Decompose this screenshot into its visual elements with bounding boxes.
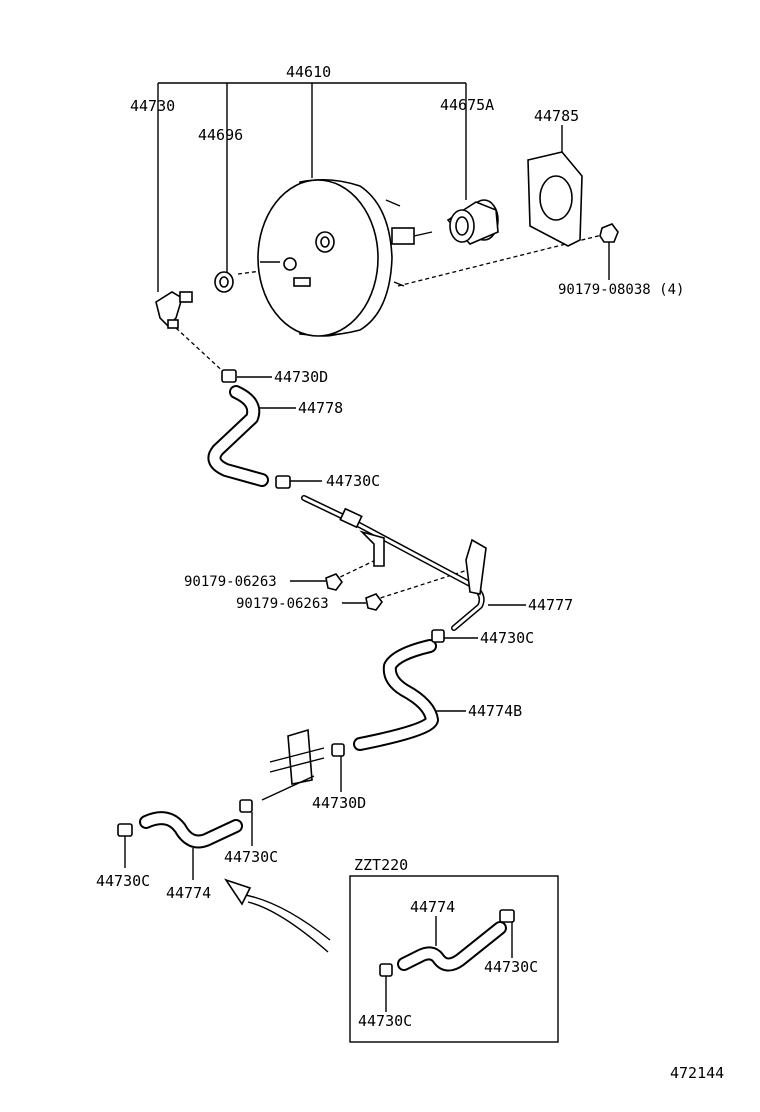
label-grommet: 44696 [198, 126, 243, 144]
label-check-valve: 44730 [130, 97, 175, 115]
direction-arrow [224, 878, 331, 953]
label-hose-b: 44774B [468, 702, 522, 720]
inset-box [349, 875, 559, 1043]
check-valve [155, 291, 193, 329]
label-clamp-c-3: 44730C [224, 848, 278, 866]
label-clamp-d-upper: 44730D [274, 368, 328, 386]
clamps [117, 369, 445, 837]
grommet [214, 271, 234, 293]
hoses [139, 385, 487, 849]
label-clamp-c-2: 44730C [480, 629, 534, 647]
inset-label-hose: 44774 [410, 898, 455, 916]
figure-number: 472144 [670, 1064, 724, 1082]
bolts [325, 573, 383, 611]
label-hose-lower: 44774 [166, 884, 211, 902]
label-booster-nut: 90179-08038 (4) [558, 282, 684, 298]
label-gasket: 44785 [534, 107, 579, 125]
label-boot: 44675A [440, 96, 494, 114]
inset-label-clamp-right: 44730C [484, 958, 538, 976]
label-bolt-2: 90179-06263 [236, 596, 329, 612]
brake-booster [257, 178, 433, 337]
labels: 44610 44730 44696 44675A 44785 90179-080… [96, 63, 724, 1082]
label-bolt-1: 90179-06263 [184, 574, 277, 590]
label-clamp-c-4: 44730C [96, 872, 150, 890]
label-clamp-d-lower: 44730D [312, 794, 366, 812]
label-hose-upper: 44778 [298, 399, 343, 417]
boot [446, 199, 499, 245]
leader-lines [124, 82, 610, 880]
gasket [527, 151, 583, 247]
label-clamp-c-1: 44730C [326, 472, 380, 490]
label-booster-assy: 44610 [286, 63, 331, 81]
inset-title: ZZT220 [354, 856, 408, 874]
label-pipe: 44777 [528, 596, 573, 614]
inset-label-clamp-left: 44730C [358, 1012, 412, 1030]
booster-nut [599, 223, 619, 243]
